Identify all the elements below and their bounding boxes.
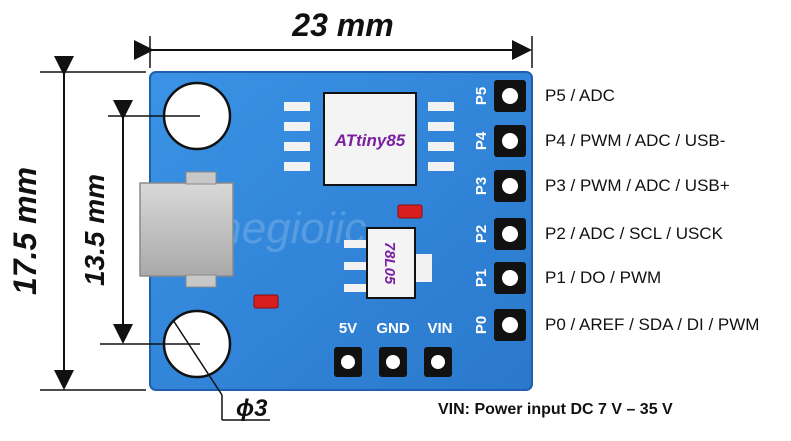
io-pin-header: P5 P4 P3 P2 P1 P0 bbox=[473, 80, 526, 341]
regulator-label: 78L05 bbox=[381, 242, 398, 285]
hole-spacing-label: 13.5 mm bbox=[79, 174, 110, 286]
power-pin-label: 5V bbox=[339, 320, 357, 337]
height-dimension: 17.5 mm bbox=[7, 56, 146, 391]
attiny85-label: ATtiny85 bbox=[334, 131, 406, 150]
regulator-78l05: 78L05 bbox=[344, 227, 432, 299]
pin-function-p0: P0 / AREF / SDA / DI / PWM bbox=[545, 315, 760, 334]
usb-connector-tab bbox=[185, 274, 217, 288]
pin-function-p4: P4 / PWM / ADC / USB- bbox=[545, 131, 726, 150]
hole-spacing-dimension: 13.5 mm bbox=[79, 100, 200, 345]
hole-diameter-callout: ϕ3 bbox=[172, 319, 270, 422]
pin-id-label: P2 bbox=[473, 225, 490, 243]
width-dimension-label: 23 mm bbox=[291, 7, 393, 43]
pin-function-p1: P1 / DO / PWM bbox=[545, 268, 662, 287]
led-indicator bbox=[397, 204, 423, 219]
attiny85-chip: ATtiny85 bbox=[284, 92, 454, 186]
pin-id-label: P5 bbox=[473, 87, 490, 105]
pin-id-label: P3 bbox=[473, 177, 490, 195]
power-pin-label: VIN bbox=[427, 320, 452, 337]
led-indicator bbox=[253, 294, 279, 309]
pin-id-label: P1 bbox=[473, 269, 490, 287]
usb-connector bbox=[139, 182, 234, 277]
usb-connector-tab bbox=[185, 171, 217, 185]
vin-power-note: VIN: Power input DC 7 V – 35 V bbox=[438, 401, 673, 418]
pin-id-label: P0 bbox=[473, 316, 490, 334]
power-pin-header: 5V GND VIN bbox=[334, 320, 453, 377]
power-pin-label: GND bbox=[376, 320, 410, 337]
height-dimension-label: 17.5 mm bbox=[7, 167, 43, 295]
hole-diameter-label: ϕ3 bbox=[236, 395, 268, 422]
pin-function-p5: P5 / ADC bbox=[545, 86, 615, 105]
width-dimension: 23 mm bbox=[134, 7, 533, 68]
pin-function-p3: P3 / PWM / ADC / USB+ bbox=[545, 176, 730, 195]
pin-id-label: P4 bbox=[473, 131, 490, 150]
pin-function-p2: P2 / ADC / SCL / USCK bbox=[545, 224, 723, 243]
